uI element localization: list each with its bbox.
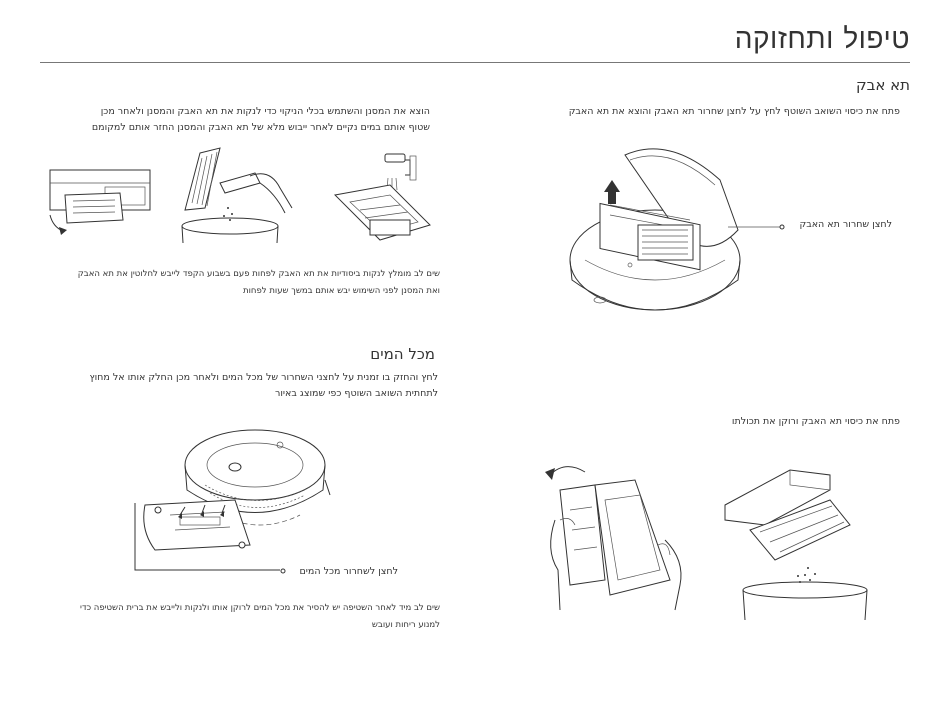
- dustbin-step1-text: פתח את כיסוי השואב השוטף לחץ על לחצן שחר…: [569, 104, 900, 120]
- water-tank-step-text: לחץ והחזק בו זמנית על לחצני השחרור של מכ…: [89, 370, 438, 402]
- water-tank-release-label: לחצן לשחרור מכל המים: [299, 566, 398, 577]
- dustbin-step3-line-2: שטוף אותם במים נקיים לאחר ייבוש מלא של ת…: [91, 122, 430, 133]
- dustbin-step2-line: פתח את כיסוי תא האבק ורוקן את תכולתו: [731, 416, 900, 427]
- water-tank-note-line-2: למנוע ריחות ועובש: [371, 620, 440, 630]
- water-tank-note: שים לב מיד לאחר השטיפה יש להסיר את מכל ה…: [80, 600, 440, 634]
- dustbin-release-label: לחצן שחרור תא האבק: [799, 219, 892, 230]
- robot-open-lid-illustration: [569, 148, 741, 311]
- water-tank-step-line-1: לחץ והחזק בו זמנית על לחצני השחרור של מכ…: [89, 372, 438, 383]
- dustbin-note: שים לב מומלץ לנקות ביסודיות את תא האבק ל…: [78, 266, 440, 300]
- water-tank-step-line-2: לתחתית השואב השוטף כפי שמוצג באיור: [274, 388, 438, 399]
- dustbin-note-line-1: שים לב מומלץ לנקות ביסודיות את תא האבק ל…: [77, 269, 440, 279]
- header-divider: [40, 62, 910, 63]
- faucet-wash-illustration: [333, 153, 431, 241]
- brush-clean-filter-illustration: [181, 147, 293, 244]
- dustbin-release-leader-line: [728, 224, 785, 230]
- dustbin-step2-text: פתח את כיסוי תא האבק ורוקן את תכולתו: [732, 414, 900, 430]
- dustbin-step3-line-1: הוצא את המסנן והשתמש בכלי הניקוי כדי לנק…: [100, 106, 430, 117]
- page-title: טיפול ותחזוקה: [734, 22, 910, 55]
- dustbin-heading: תא אבק: [856, 76, 910, 94]
- hands-open-dustbin-illustration: [545, 466, 682, 611]
- reinsert-dustbin-illustration: [49, 169, 151, 235]
- water-tank-note-line-1: שים לב מיד לאחר השטיפה יש להסיר את מכל ה…: [80, 603, 440, 613]
- water-tank-release-marker: [280, 568, 286, 574]
- empty-dustbin-illustration: [724, 469, 868, 621]
- dustbin-step1-line: פתח את כיסוי השואב השוטף לחץ על לחצן שחר…: [568, 106, 900, 117]
- dustbin-step3-text: הוצא את המסנן והשתמש בכלי הניקוי כדי לנק…: [92, 104, 430, 136]
- water-tank-heading: מכל המים: [370, 345, 435, 363]
- dustbin-note-line-2: ואת המסנן לפני השימוש יבש אותם במשך שעות…: [243, 286, 440, 296]
- water-tank-removal-illustration: [134, 429, 331, 571]
